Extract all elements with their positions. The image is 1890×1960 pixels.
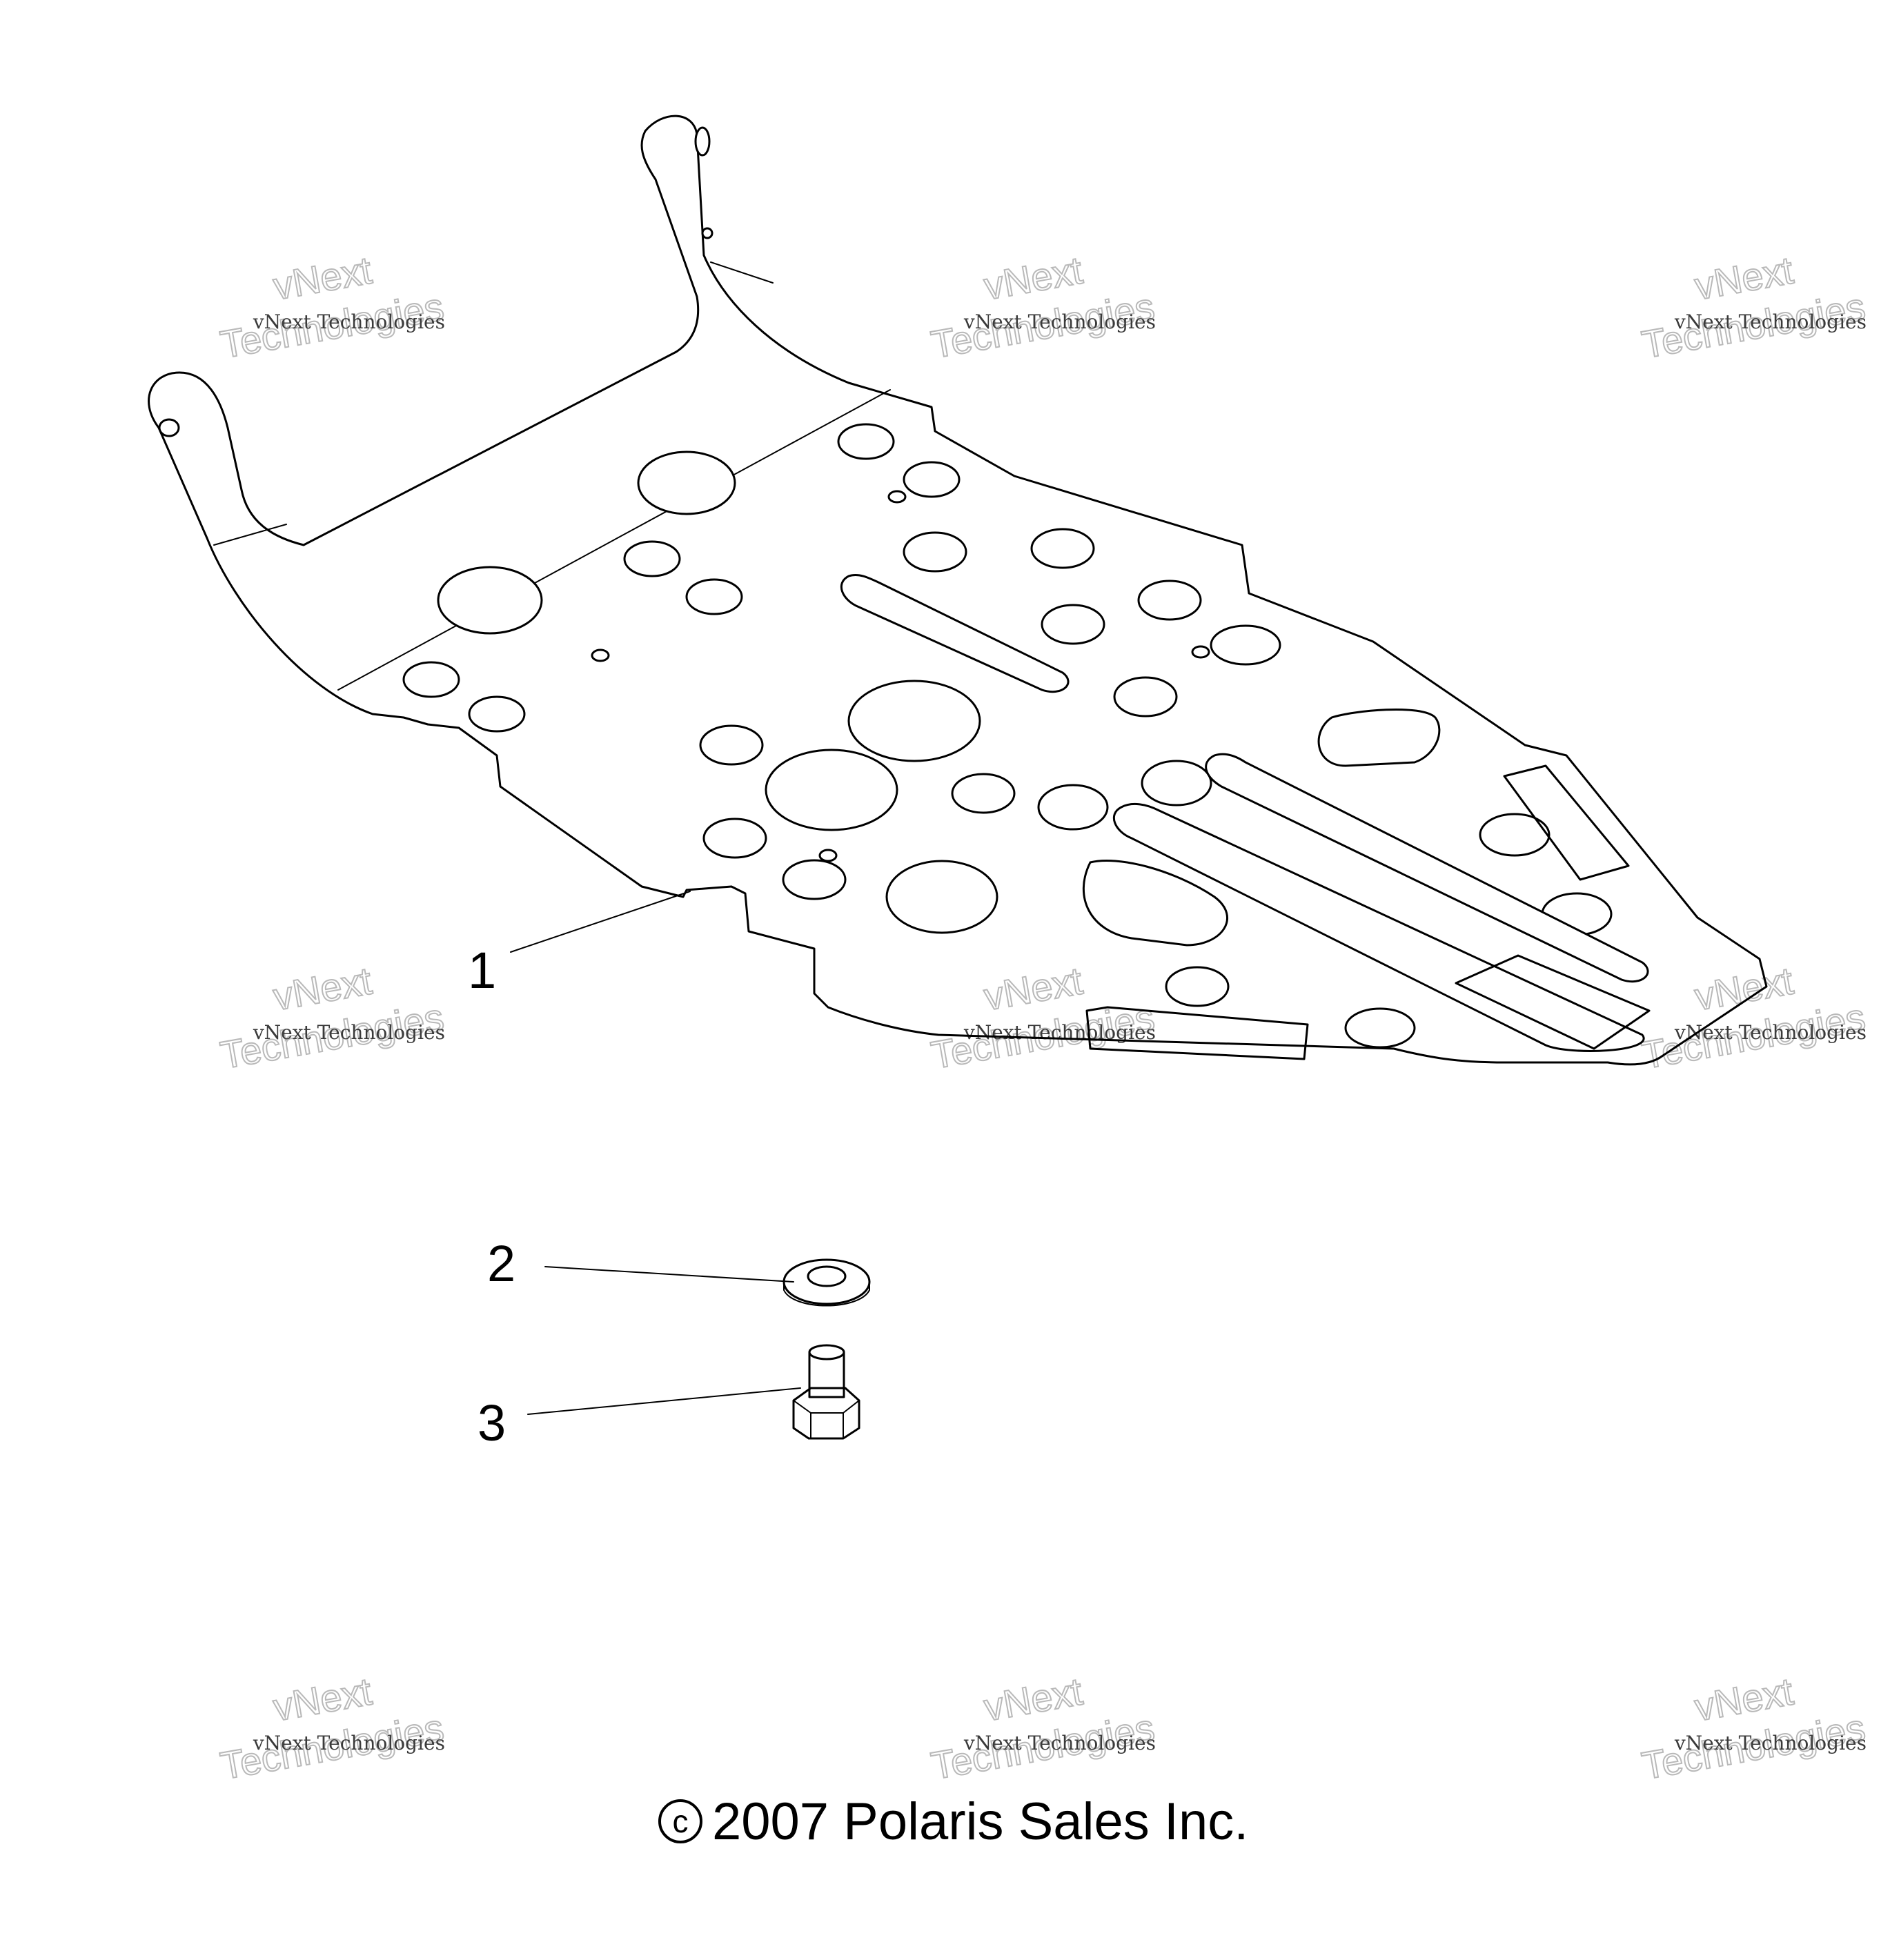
bolt-head-top	[793, 1400, 860, 1414]
stiffening-rib	[1112, 802, 1645, 1052]
hole	[1113, 676, 1178, 717]
watermark: vNext Technologies vNext Technologies	[927, 958, 1159, 1078]
stiffening-rib	[1205, 753, 1649, 983]
hole	[402, 661, 460, 698]
svg-text:vNext Technologies: vNext Technologies	[253, 1732, 445, 1754]
hole	[591, 649, 610, 662]
callout-3: 3	[478, 1394, 506, 1452]
hole	[1141, 760, 1212, 806]
skid-plate-drawing	[148, 115, 1768, 1066]
watermark: vNext Technologies vNext Technologies	[927, 248, 1159, 368]
watermark: vNext Technologies vNext Technologies	[217, 958, 448, 1078]
raised-plate	[1455, 954, 1651, 1050]
callout-1: 1	[468, 942, 496, 999]
watermark: vNext Technologies vNext Technologies	[1638, 248, 1869, 368]
hole	[903, 531, 967, 573]
leader-line-1	[510, 891, 691, 953]
hole	[1137, 580, 1202, 621]
hole	[1030, 528, 1095, 569]
watermark: vNext Technologies vNext Technologies	[217, 1669, 448, 1789]
copyright-notice: c 2007 Polaris Sales Inc.	[658, 1792, 1248, 1851]
washer-drawing	[782, 1258, 871, 1307]
hole	[782, 859, 847, 900]
watermark: vNext Technologies vNext Technologies	[217, 248, 448, 368]
hole	[1037, 784, 1109, 831]
svg-text:vNext Technologies: vNext Technologies	[253, 1021, 445, 1044]
large-hole	[1317, 709, 1441, 767]
copyright-text: 2007 Polaris Sales Inc.	[712, 1792, 1248, 1851]
hole	[468, 695, 526, 733]
skid-plate-outline	[148, 115, 1768, 1066]
washer-inner	[807, 1265, 847, 1287]
hole	[818, 849, 838, 862]
large-hole	[885, 860, 998, 934]
large-hole	[847, 680, 981, 762]
hole	[903, 461, 961, 498]
copyright-symbol: c	[673, 1803, 689, 1839]
bolt-head	[792, 1387, 860, 1440]
hole	[1479, 813, 1551, 857]
hole	[951, 773, 1016, 814]
large-hole	[1082, 860, 1228, 947]
hole	[887, 490, 907, 504]
watermark: vNext Technologies vNext Technologies	[1638, 1669, 1869, 1789]
watermarks: vNext Technologies vNext Technologies vN…	[217, 248, 1869, 1789]
hole	[837, 423, 895, 460]
stiffening-rib	[840, 573, 1070, 693]
raised-plate	[1085, 1006, 1309, 1060]
svg-text:vNext Technologies: vNext Technologies	[963, 1732, 1156, 1754]
hole	[623, 540, 681, 577]
svg-text:vNext Technologies: vNext Technologies	[253, 310, 445, 333]
hole	[685, 578, 743, 615]
bend-line	[337, 389, 891, 691]
hole	[1041, 604, 1105, 645]
svg-text:vNext Technologies: vNext Technologies	[1674, 310, 1867, 333]
mount-slot	[694, 126, 711, 157]
large-hole	[637, 451, 736, 515]
leader-line-3	[527, 1387, 801, 1415]
raised-plate	[1503, 764, 1630, 881]
washer-edge	[783, 1281, 870, 1307]
large-hole	[437, 566, 543, 635]
svg-text:vNext Technologies: vNext Technologies	[1674, 1021, 1867, 1044]
watermark: vNext Technologies vNext Technologies	[1638, 958, 1869, 1078]
mount-slot	[158, 418, 180, 437]
svg-text:vNext Technologies: vNext Technologies	[963, 310, 1156, 333]
large-hole	[765, 749, 898, 831]
bend-line	[213, 524, 287, 546]
bolt-shank	[808, 1351, 845, 1398]
hole	[1344, 1007, 1416, 1049]
watermark: vNext Technologies vNext Technologies	[927, 1669, 1159, 1789]
leader-line-2	[544, 1266, 794, 1283]
bolt-drawing	[792, 1344, 860, 1440]
callouts: 1 2 3	[468, 891, 801, 1452]
hole	[1191, 645, 1210, 659]
copyright-circle	[658, 1799, 702, 1843]
hole	[699, 724, 764, 766]
mount-hole	[701, 227, 713, 239]
bolt-tip	[808, 1344, 845, 1360]
hole	[702, 818, 767, 859]
callout-2: 2	[487, 1235, 515, 1292]
hole	[1210, 624, 1281, 666]
hole	[1165, 966, 1230, 1007]
bend-line	[710, 261, 774, 284]
svg-text:vNext Technologies: vNext Technologies	[1674, 1732, 1867, 1754]
